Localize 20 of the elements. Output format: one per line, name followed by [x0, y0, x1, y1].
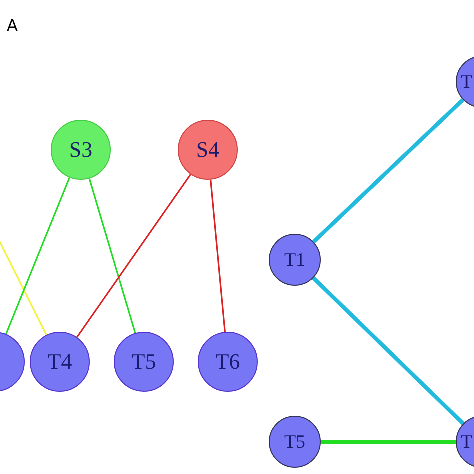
connector-line — [312, 98, 465, 244]
panel-label: A — [7, 16, 18, 35]
node-label: T6 — [216, 351, 240, 373]
connector-line — [76, 174, 192, 338]
connector-line — [6, 178, 70, 334]
node-label: S4 — [196, 139, 220, 161]
node-label: T5 — [132, 351, 156, 373]
node-label: S3 — [69, 139, 93, 161]
connector-line — [321, 440, 456, 444]
connector-line — [210, 180, 226, 332]
node-circle — [269, 416, 321, 468]
node-circle — [269, 234, 321, 286]
node-label: T — [461, 432, 473, 452]
connector-line — [312, 276, 465, 426]
node-label: T4 — [48, 351, 72, 373]
node-label: T5 — [284, 432, 306, 452]
node-label: T1 — [284, 250, 306, 270]
connector-line — [0, 238, 48, 336]
node-label: T — [461, 72, 473, 92]
connector-line — [88, 178, 136, 334]
